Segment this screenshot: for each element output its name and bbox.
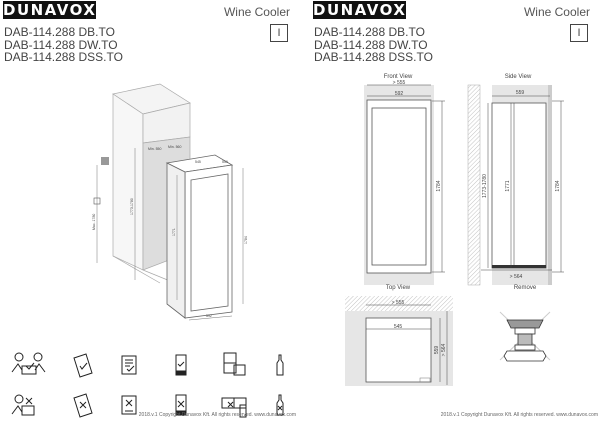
model-list: DAB-114.288 DB.TO DAB-114.288 DW.TO DAB-… (314, 26, 433, 64)
front-view: Front View > 555 592 1784 (364, 74, 445, 285)
no-stacking-icon (121, 395, 137, 415)
model-name: DAB-114.288 DW.TO (4, 37, 118, 52)
bottle-forbidden-icon (276, 394, 284, 416)
min-depth-label: Min. 550 (148, 147, 161, 151)
model-name: DAB-114.288 DB.TO (4, 25, 115, 39)
remove-title: Remove (514, 285, 537, 291)
side-inner-height-label: 1771 (505, 180, 511, 191)
top-view: Top View > 555 545 559 > 564 (345, 285, 453, 386)
right-page: DUNAVOX Wine Cooler I DAB-114.288 DB.TO … (310, 0, 600, 422)
front-min-width-label: > 555 (393, 80, 406, 86)
brand-logo: DUNAVOX (3, 1, 97, 19)
model-name: DAB-114.288 DSS.TO (4, 50, 123, 64)
top-view-title: Top View (386, 285, 411, 291)
copyright-footer: 2018.v.1 Copyright Dunavox Kft. All righ… (138, 412, 296, 418)
side-depth-label: 559 (516, 90, 525, 96)
remove-view: Remove (499, 285, 551, 362)
depth-label: 559 (222, 160, 228, 164)
front-width-label: 592 (395, 91, 404, 97)
inner-height-label: 1771 (172, 228, 176, 236)
section-badge: I (570, 24, 588, 42)
top-width-label: 545 (394, 324, 403, 330)
upright-ok-icon (73, 353, 93, 378)
fridge-forbidden-icon (175, 394, 187, 416)
model-list: DAB-114.288 DB.TO DAB-114.288 DW.TO DAB-… (4, 26, 123, 64)
one-person-lift-forbidden-icon (11, 394, 35, 416)
box-row-icon (221, 397, 247, 418)
section-badge: I (270, 24, 288, 42)
model-name: DAB-114.288 DSS.TO (314, 50, 433, 64)
front-view-title: Front View (384, 74, 413, 80)
left-page: DUNAVOX Wine Cooler I DAB-114.288 DB.TO … (3, 1, 296, 418)
fridge-ok-icon (175, 354, 187, 376)
category-label: Wine Cooler (223, 5, 290, 19)
niche-height-label: 1773-1780 (130, 198, 134, 215)
manual-icon (121, 355, 137, 375)
side-view-title: Side View (505, 74, 532, 80)
min-depth-label-2: Min. 560 (168, 145, 181, 149)
socket-height-label: Max. 1780 (92, 214, 96, 230)
model-name: DAB-114.288 DB.TO (314, 25, 425, 39)
side-min-depth-label: > 564 (510, 274, 523, 280)
two-person-lift-icon (11, 352, 46, 375)
total-width-label: 592 (206, 314, 212, 318)
top-min-width-label: > 555 (392, 300, 405, 306)
category-label: Wine Cooler (523, 5, 590, 19)
leveling-foot-icon (499, 311, 551, 362)
tilted-forbidden-icon (73, 393, 93, 418)
top-depth-label: 559 (434, 346, 440, 355)
box-stack-icon (223, 352, 246, 376)
bottle-icon (276, 354, 284, 376)
brand-logo: DUNAVOX (313, 1, 407, 19)
height-label: 1784 (244, 236, 248, 244)
front-height-label: 1784 (436, 180, 442, 191)
socket-icon (101, 157, 109, 165)
model-name: DAB-114.288 DW.TO (314, 37, 428, 52)
copyright-footer: 2018.v.1 Copyright Dunavox Kft. All righ… (440, 412, 598, 418)
side-height-label: 1784 (555, 180, 561, 191)
side-view: Side View 559 1773-1780 1771 1784 > 564 (467, 74, 564, 286)
width-label: 545 (195, 160, 201, 164)
installation-isometric-drawing: Min. 550 Min. 560 545 1773-1780 1771 178… (11, 83, 284, 418)
safety-icons (11, 352, 284, 418)
top-min-depth-label: > 564 (441, 343, 447, 356)
side-niche-height-label: 1773-1780 (482, 174, 488, 198)
